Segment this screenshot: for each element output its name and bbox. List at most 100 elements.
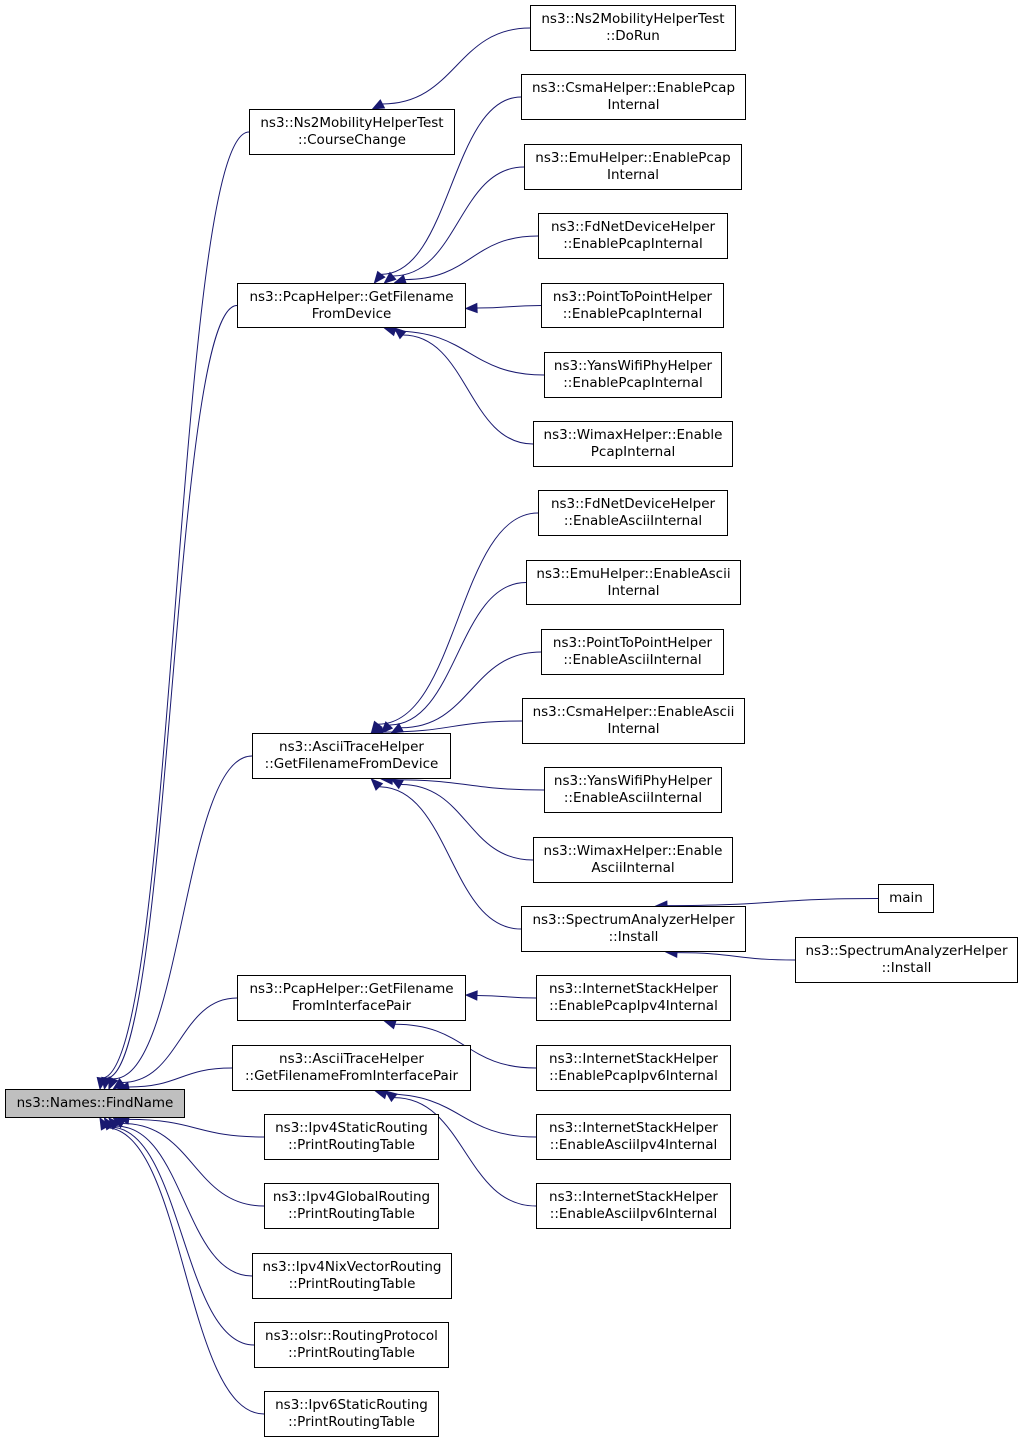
node-label-line: ns3::PcapHelper::GetFilename [249,981,454,997]
edge-line [382,27,531,105]
node-ipv4staticrouting-printroutingtable[interactable]: ns3::Ipv4StaticRouting::PrintRoutingTabl… [264,1114,439,1160]
node-label-line: ns3::YansWifiPhyHelper [553,358,713,374]
node-label-line: ns3::EmuHelper::EnableAscii [536,565,731,582]
node-label-line: ns3::Ns2MobilityHelperTest [260,115,444,131]
edge-arrowhead [383,1019,397,1030]
edge-line [676,952,796,961]
node-label-line: ::EnableAsciiIpv4Internal [549,1137,718,1153]
node-label-line: ::PrintRoutingTable [288,1137,415,1153]
node-label-line: ::PrintRoutingTable [288,1206,415,1222]
node-label-line: ::GetFilenameFromDevice [264,756,439,772]
node-yanswifiphyhelper-enablepcapinternal[interactable]: ns3::YansWifiPhyHelper::EnablePcapIntern… [544,352,722,398]
node-ipv4nixvectorrouting-printroutingtable[interactable]: ns3::Ipv4NixVectorRouting::PrintRoutingT… [252,1253,452,1299]
edge-line [128,1067,233,1088]
node-ns2-dorun[interactable]: ns3::Ns2MobilityHelperTest::DoRun [530,5,736,51]
node-label-line: ns3::EmuHelper::EnablePcap [535,150,731,166]
node-label-line: ns3::FdNetDeviceHelper [550,219,716,235]
node-label-line: ::EnableAsciiIpv6Internal [549,1206,718,1222]
node-label-line: ::PrintRoutingTable [288,1276,416,1292]
edge-line [379,786,522,930]
node-asciitracehelper-getfilenamefrominterfacepair[interactable]: ns3::AsciiTraceHelper::GetFilenameFromIn… [232,1045,471,1091]
node-label-line: AsciiInternal [591,860,675,876]
node-label-line: ::GetFilenameFromInterfacePair [244,1068,459,1084]
node-label-line: ::EnablePcapIpv6Internal [549,1068,718,1084]
node-label-line: ns3::Ipv4StaticRouting [275,1120,428,1136]
node-ipv4globalrouting-printroutingtable[interactable]: ns3::Ipv4GlobalRouting::PrintRoutingTabl… [264,1183,439,1229]
node-internetstackhelper-enableasciiipv6internal[interactable]: ns3::InternetStackHelper::EnableAsciiIpv… [536,1183,731,1229]
edge-arrowhead [101,1076,112,1091]
edge-line [400,783,534,861]
node-label-line: ns3::Ns2MobilityHelperTest [541,11,725,27]
node-fdnetdevicehelper-enableasciiinternal[interactable]: ns3::FdNetDeviceHelper::EnableAsciiInter… [538,490,728,536]
edge-arrowhead [393,327,407,340]
node-label-line: PcapInternal [590,444,676,460]
node-label-line: ::EnablePcapInternal [563,375,703,391]
node-label-line: ::DoRun [606,28,660,44]
node-label-line: ns3::PointToPointHelper [552,635,713,651]
edge-line [392,166,525,277]
edge-arrowhead [370,778,384,791]
node-internetstackhelper-enableasciiipv4internal[interactable]: ns3::InternetStackHelper::EnableAsciiIpv… [536,1114,731,1160]
node-fdnetdevicehelper-enablepcapinternal[interactable]: ns3::FdNetDeviceHelper::EnablePcapIntern… [538,213,728,259]
edge-line [382,720,523,733]
node-label-line: FromDevice [311,305,392,322]
edge-line [378,512,539,725]
edge-arrowhead [380,721,394,734]
node-asciitracehelper-getfilenamefromdevice[interactable]: ns3::AsciiTraceHelper::GetFilenameFromDe… [252,733,451,779]
node-label-line: ::EnablePcapIpv4Internal [549,998,718,1014]
node-ns2-coursechange[interactable]: ns3::Ns2MobilityHelperTest::CourseChange [249,109,455,155]
edge-arrowhead [390,778,404,790]
node-label-line: ::EnablePcapInternal [562,305,703,322]
edge-line [101,131,250,1079]
edge-line [476,994,537,999]
node-main[interactable]: main [878,884,934,913]
node-internetstackhelper-enablepcapipv4internal[interactable]: ns3::InternetStackHelper::EnablePcapIpv4… [536,975,731,1021]
node-label-line: ns3::YansWifiPhyHelper [553,773,713,789]
edge-line [116,1125,253,1277]
node-olsr-routingprotocol-printroutingtable[interactable]: ns3::olsr::RoutingProtocol::PrintRouting… [254,1322,449,1368]
node-label-line: ns3::CsmaHelper::EnablePcap [531,80,736,96]
node-label-line: ::EnableAsciiInternal [563,790,703,806]
edge-line [402,334,534,445]
edge-line [122,997,238,1083]
edge-line [389,582,527,726]
edge-arrowhead [371,99,386,110]
edge-line [392,779,545,791]
node-label-line: Internal [607,97,660,113]
edge-arrowhead [464,302,478,314]
node-findname: ns3::Names::FindName [5,1089,185,1118]
node-label-line: ns3::Names::FindName [16,1095,174,1111]
node-label-line: ::PrintRoutingTable [288,1414,415,1430]
node-label-line: ns3::olsr::RoutingProtocol [265,1328,438,1344]
node-label-line: Internal [606,167,660,183]
node-label-line: ns3::InternetStackHelper [549,981,718,997]
edge-line [401,651,542,729]
node-label-line: ns3::Ipv6StaticRouting [275,1397,428,1413]
node-spectrumanalyzerhelper-install-2[interactable]: ns3::SpectrumAnalyzerHelper::Install [795,937,1018,983]
node-label-line: ::EnableAsciiInternal [563,652,702,668]
node-yanswifiphyhelper-enableasciiinternal[interactable]: ns3::YansWifiPhyHelper::EnableAsciiInter… [544,767,722,813]
node-label-line: ns3::PointToPointHelper [552,288,713,305]
edge-line [110,1126,255,1346]
edge-arrowhead [373,270,386,285]
node-spectrumanalyzerhelper-install[interactable]: ns3::SpectrumAnalyzerHelper::Install [521,906,746,952]
edge-arrowhead [384,1090,398,1103]
edge-line [385,1093,537,1138]
node-internetstackhelper-enablepcapipv6internal[interactable]: ns3::InternetStackHelper::EnablePcapIpv6… [536,1045,731,1091]
edge-line [122,1123,265,1207]
node-label-line: ns3::InternetStackHelper [549,1051,718,1067]
edge-line [404,235,539,281]
node-ipv6staticrouting-printroutingtable[interactable]: ns3::Ipv6StaticRouting::PrintRoutingTabl… [264,1391,439,1437]
node-pointtopointhelper-enablepcapinternal[interactable]: ns3::PointToPointHelper::EnablePcapInter… [541,283,724,328]
node-pointtopointhelper-enableasciiinternal[interactable]: ns3::PointToPointHelper::EnableAsciiInte… [541,629,724,675]
